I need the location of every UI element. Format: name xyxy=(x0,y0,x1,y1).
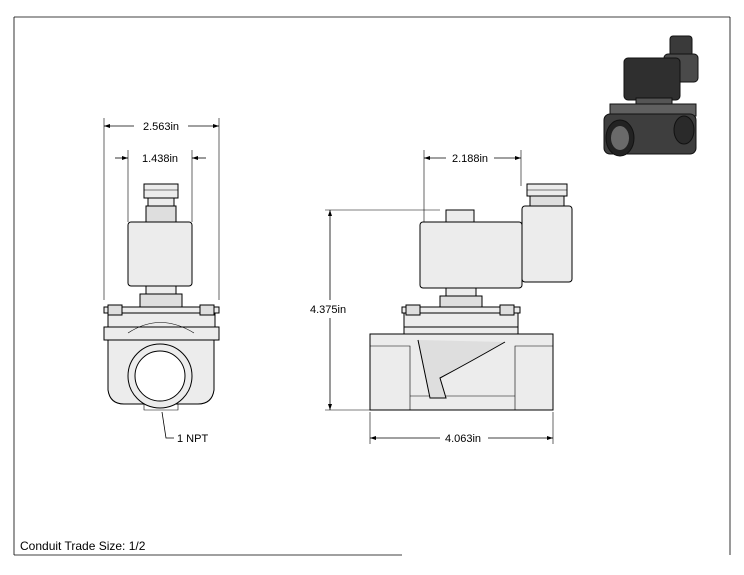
dim-coil-offset: 2.188in xyxy=(452,153,488,165)
isometric-view xyxy=(603,35,699,157)
dim-length: 4.063in xyxy=(445,433,481,445)
side-view: 4.375in 2.188in xyxy=(310,150,573,445)
conduit-note: Conduit Trade Size: 1/2 xyxy=(20,539,146,553)
port-label: 1 NPT xyxy=(177,433,208,445)
drawing-frame xyxy=(13,16,731,556)
front-view: 2.563in 1.438in 1 NPT xyxy=(103,118,220,445)
dim-height: 4.375in xyxy=(310,304,346,316)
dim-coil-width: 1.438in xyxy=(142,153,178,165)
dim-front-width: 2.563in xyxy=(143,121,179,133)
